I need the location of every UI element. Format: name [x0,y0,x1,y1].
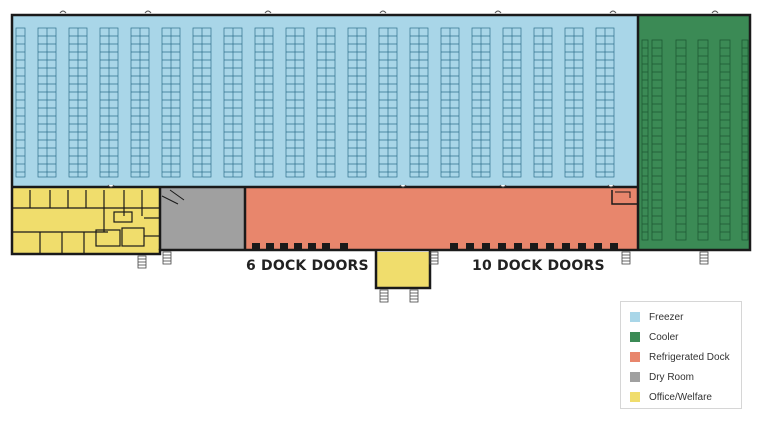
freezer-rack [254,27,274,178]
legend-item-freezer: Freezer [630,307,733,327]
cooler-zone [638,15,750,250]
cooler-rack [675,39,687,241]
legend-item-cooler: Cooler [630,327,733,347]
legend-label: Refrigerated Dock [649,351,730,363]
dock-door [322,243,330,250]
dry-room-stair [161,189,185,205]
freezer-rack [192,27,212,178]
dock-door [280,243,288,250]
legend-label: Dry Room [649,371,695,383]
cooler-rack [719,39,731,241]
exterior-steps [379,289,389,303]
dock-door [530,243,538,250]
dock-door [294,243,302,250]
door-marker [399,184,407,188]
freezer-rack-grid [15,27,615,178]
exterior-steps [429,251,439,265]
cooler-rack [697,39,709,241]
cooler-rack [651,39,663,241]
legend-swatch [630,332,640,342]
freezer-rack [161,27,181,178]
freezer-rack [409,27,429,178]
freezer-rack [440,27,460,178]
door-marker [144,10,152,14]
dock-door [252,243,260,250]
freezer-rack [68,27,88,178]
cooler-rack-grid [641,39,749,241]
dock-door [498,243,506,250]
exterior-steps [162,251,172,265]
legend-item-dry-room: Dry Room [630,367,733,387]
legend-item-office-welfare: Office/Welfare [630,387,733,407]
door-marker [499,184,507,188]
legend-label: Freezer [649,311,684,323]
door-marker [609,10,617,14]
freezer-rack [130,27,150,178]
exterior-steps [137,255,147,269]
exterior-steps [699,251,709,265]
dock-door [466,243,474,250]
door-marker [711,10,719,14]
door-marker [264,10,272,14]
dock-doors-label-left: 6 DOCK DOORS [246,258,369,274]
legend-label: Cooler [649,331,679,343]
dock-door [610,243,618,250]
dock-door [578,243,586,250]
exterior-steps [621,251,631,265]
freezer-rack [223,27,243,178]
freezer-rack [37,27,57,178]
legend-swatch [630,312,640,322]
dock-annex-office [376,252,430,288]
dock-doors [252,243,618,250]
dock-door [450,243,458,250]
freezer-rack [316,27,336,178]
dock-door [266,243,274,250]
dock-doors-label-right: 10 DOCK DOORS [472,258,605,274]
freezer-rack [347,27,367,178]
door-marker [379,10,387,14]
cooler-rack [741,39,749,241]
freezer-rack [15,27,26,178]
cooler-rack [641,39,649,241]
legend-swatch [630,352,640,362]
legend-swatch [630,392,640,402]
office-room-partitions [12,190,160,254]
wall-door-markers [59,10,719,303]
dock-door [308,243,316,250]
door-marker [494,10,502,14]
door-marker [607,184,615,188]
freezer-rack [99,27,119,178]
dock-door [514,243,522,250]
freezer-rack [471,27,491,178]
dock-door [482,243,490,250]
freezer-rack [285,27,305,178]
dock-door [340,243,348,250]
exterior-steps [409,289,419,303]
refrigerated-dock-zone [245,187,638,250]
freezer-rack [502,27,522,178]
door-marker [59,10,67,14]
dock-door [562,243,570,250]
dry-room-zone [160,187,245,250]
door-marker [107,184,115,188]
dock-door [594,243,602,250]
freezer-rack [564,27,584,178]
freezer-rack [533,27,553,178]
building-walls [10,13,752,290]
legend-swatch [630,372,640,382]
freezer-rack [595,27,615,178]
freezer-rack [378,27,398,178]
freezer-zone [12,15,638,187]
legend-item-refrigerated-dock: Refrigerated Dock [630,347,733,367]
legend-label: Office/Welfare [649,391,712,403]
dock-door [546,243,554,250]
